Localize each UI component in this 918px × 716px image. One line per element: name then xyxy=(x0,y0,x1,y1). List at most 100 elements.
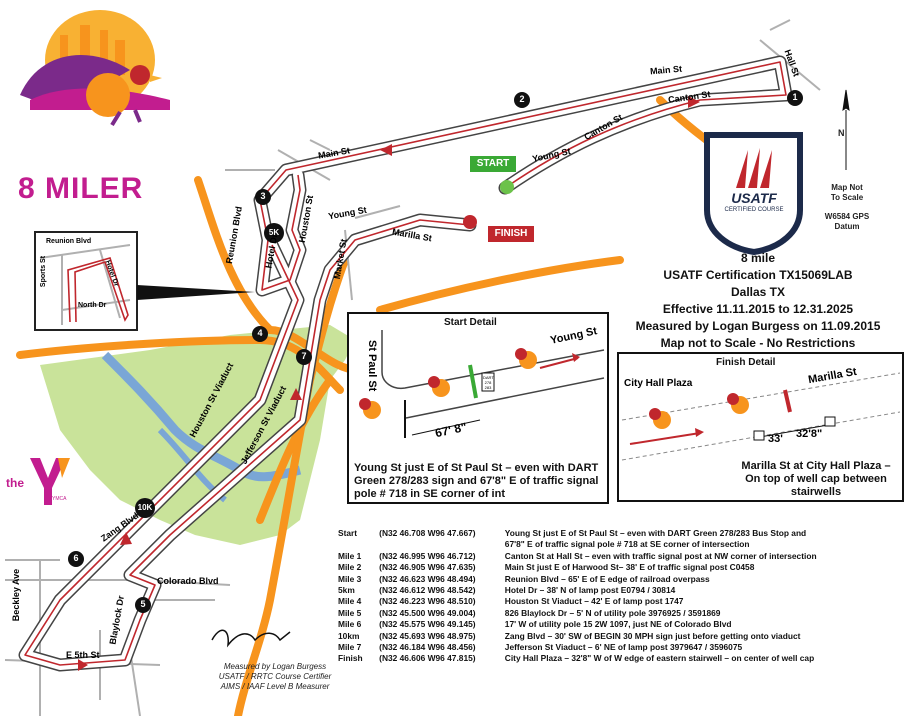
checkpoint-description: Reunion Blvd – 65' E of E edge of railro… xyxy=(504,573,710,584)
checkpoint-description: 826 Blaylock Dr – 5' N of utility pole 3… xyxy=(504,607,721,618)
checkpoint-description: Main St just E of Harwood St– 38' E of t… xyxy=(504,562,755,573)
finish-detail-title: Finish Detail xyxy=(716,357,776,368)
page-title: 8 MILER xyxy=(18,172,144,205)
checkpoint-row: Mile 1(N32 46.995 W96 46.712)Canton St a… xyxy=(338,551,918,562)
checkpoint-description: Young St just E of St Paul St – even wit… xyxy=(504,528,807,538)
inset-street-label: Sports St xyxy=(40,255,48,288)
street-grid xyxy=(4,19,821,716)
checkpoint-coords xyxy=(379,539,505,550)
north-arrow-icon xyxy=(842,89,850,170)
checkpoint-label: Mile 6 xyxy=(338,619,362,630)
checkpoint-coords: (N32 46.223 W96 48.510) xyxy=(379,596,476,607)
north-letter: N xyxy=(838,128,845,138)
checkpoint-row: 10km (N32 45.693 W96 48.975) Zang Blvd – 3… xyxy=(338,631,918,642)
inset-map xyxy=(34,231,138,331)
mile-3-label: 3 xyxy=(260,191,266,201)
checkpoint-description: Zang Blvd – 30' SW of BEGIN 30 MPH sign … xyxy=(504,630,801,641)
certification-info: 8 mile USATF Certification TX15069LAB Da… xyxy=(635,251,881,350)
checkpoint-label: 10km xyxy=(338,630,360,641)
checkpoint-label: Mile 4 xyxy=(338,596,362,607)
inset-street-label: Reunion Blvd xyxy=(46,238,92,245)
street-label: Colorado Blvd xyxy=(157,576,219,586)
checkpoint-row: Mile 2 (N32 46.905 W96 47.635) Main St jus… xyxy=(338,562,918,573)
mile-7-label: 7 xyxy=(301,351,307,361)
5k-label: 5K xyxy=(268,228,280,237)
ymca-prefix: the xyxy=(6,476,24,490)
start-detail-title: Start Detail xyxy=(444,317,497,328)
mile-5-marker xyxy=(135,597,151,613)
mile-2-label: 2 xyxy=(519,94,525,104)
turkey-trot-logo xyxy=(20,10,170,127)
ymca-suffix: YMCA xyxy=(52,496,67,502)
checkpoint-row: Start(N32 46.708 W96 47.667)Young St jus… xyxy=(338,528,918,539)
checkpoint-row: Mile 3(N32 46.623 W96 48.494)Reunion Blv… xyxy=(338,574,918,585)
checkpoint-description: 17' W of utility pole 15 2W 1097, just N… xyxy=(504,619,732,630)
checkpoint-label: Start xyxy=(338,528,358,538)
street-label: Beckley Ave xyxy=(11,568,22,622)
course-checkpoints-table: Start(N32 46.708 W96 47.667)Young St jus… xyxy=(338,528,918,665)
finish-dot xyxy=(463,215,477,229)
mile-1-label: 1 xyxy=(792,92,798,102)
turkey-runner-icon xyxy=(359,348,537,419)
turkey-runner-icon xyxy=(649,393,749,429)
inset-route xyxy=(67,257,129,323)
checkpoint-description: Houston St Viaduct – 42' E of lamp post … xyxy=(504,596,684,607)
checkpoint-row: Mile 7 (N32 46.184 W96 48.456) Jefferson S… xyxy=(338,642,918,653)
checkpoint-coords: (N32 46.623 W96 48.494) xyxy=(379,573,476,584)
checkpoint-coords: (N32 45.693 W96 48.975) xyxy=(379,630,476,641)
checkpoint-coords: (N32 46.905 W96 47.635) xyxy=(379,562,476,573)
mile-7-marker xyxy=(296,349,312,365)
10k-label: 10K xyxy=(137,503,153,512)
checkpoint-row: 5km(N32 46.612 W96 48.542)Hotel Dr – 38'… xyxy=(338,585,918,596)
direction-arrows xyxy=(78,96,700,671)
checkpoint-row: Finish(N32 46.606 W96 47.815)City Hall P… xyxy=(338,653,918,664)
checkpoint-row: Mile 4 (N32 46.223 W96 48.510) Houston St … xyxy=(338,596,918,607)
checkpoint-label xyxy=(338,539,379,550)
5k-marker xyxy=(264,223,284,243)
trinity-river xyxy=(101,351,302,482)
mile-5-label: 5 xyxy=(140,599,146,609)
checkpoint-coords: (N32 45.575 W96 49.145) xyxy=(379,619,476,630)
checkpoint-label: 5km xyxy=(338,585,355,596)
checkpoint-label: Mile 2 xyxy=(338,562,362,573)
10k-marker xyxy=(135,498,155,518)
start-tag: START xyxy=(470,156,516,172)
street-label: E 5th St xyxy=(66,650,100,660)
checkpoint-coords: (N32 46.995 W96 46.712) xyxy=(379,550,476,561)
checkpoint-coords: (N32 46.184 W96 48.456) xyxy=(379,642,476,653)
dart-sign: DART 278 283 xyxy=(483,375,494,390)
finish-distance-b: 32'8" xyxy=(796,428,823,440)
checkpoint-description: Jefferson St Viaduct – 6' NE of lamp pos… xyxy=(504,642,743,653)
finish-tag: FINISH xyxy=(488,226,534,242)
start-detail-box xyxy=(347,312,609,504)
checkpoint-row: Mile 6 (N32 45.575 W96 49.145) 17' W of ut… xyxy=(338,619,918,630)
mile-6-marker xyxy=(68,551,84,567)
checkpoint-coords: (N32 46.606 W96 47.815) xyxy=(379,653,476,664)
ymca-logo xyxy=(30,458,70,505)
checkpoint-label: Mile 5 xyxy=(338,607,362,618)
signature-block: Measured by Logan Burgess USATF / RRTC C… xyxy=(218,662,332,691)
finish-plaza-label: City Hall Plaza xyxy=(624,378,693,389)
start-detail-caption: Young St just E of St Paul St – even wit… xyxy=(354,462,599,500)
signature-mark xyxy=(211,629,291,648)
mile-6-label: 6 xyxy=(73,553,79,563)
finish-detail-caption: Marilla St at City Hall Plaza – On top o… xyxy=(741,460,891,498)
mile-4-marker xyxy=(252,326,268,342)
checkpoint-label: Mile 1 xyxy=(338,550,362,561)
usatf-badge-sub: CERTIFIED COURSE xyxy=(724,207,784,213)
checkpoint-label: Mile 7 xyxy=(338,642,362,653)
usatf-badge-title: USATF xyxy=(731,190,777,206)
checkpoint-row: 67'8" E of traffic signal pole # 718 at … xyxy=(338,539,918,550)
start-dot xyxy=(500,180,514,194)
mile-2-marker xyxy=(514,92,530,108)
mile-3-marker xyxy=(255,189,271,205)
checkpoint-description: City Hall Plaza – 32'8" W of W edge of e… xyxy=(504,653,815,664)
mile-4-label: 4 xyxy=(257,328,263,338)
finish-distance-a: 33' xyxy=(768,433,783,445)
usatf-badge xyxy=(704,132,803,256)
checkpoint-description: Hotel Dr – 38' N of lamp post E0794 / 30… xyxy=(504,585,676,596)
mile-1-marker xyxy=(787,90,803,106)
